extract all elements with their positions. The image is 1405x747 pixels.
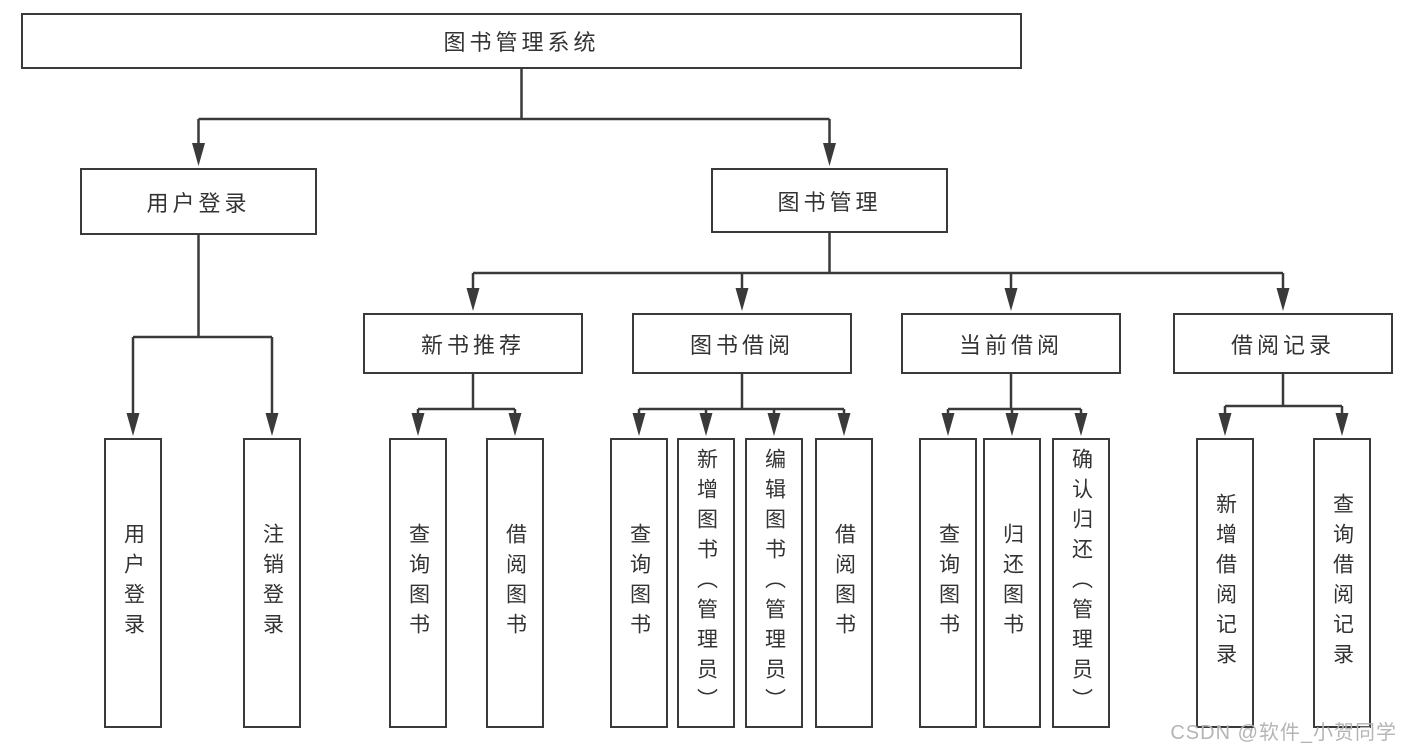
arrowhead-leaf-query-book-a: [411, 413, 425, 436]
node-user-login-label: 用户登录: [146, 190, 251, 216]
leaf-edit-book-label: 编辑图书（管理员）: [762, 448, 786, 718]
connector-root-to-level2: [197, 69, 831, 145]
connector-user-login-group: [131, 235, 274, 415]
arrowhead-borrow-records: [1276, 288, 1290, 311]
leaf-query-book-c: 查询图书: [919, 438, 977, 728]
node-new-book-rec: 新书推荐: [363, 313, 583, 374]
leaf-confirm-return: 确认归还（管理员）: [1052, 438, 1110, 728]
leaf-borrow-book-b-label: 借阅图书: [832, 523, 856, 643]
leaf-logout-label: 注销登录: [260, 523, 284, 643]
node-current-borrow: 当前借阅: [901, 313, 1121, 374]
leaf-query-book-a-label: 查询图书: [406, 523, 430, 643]
node-book-borrow-label: 图书借阅: [689, 332, 794, 358]
leaf-query-book-b: 查询图书: [610, 438, 668, 728]
leaf-borrow-book-a-label: 借阅图书: [503, 523, 527, 643]
node-book-mgmt: 图书管理: [711, 168, 948, 233]
node-user-login: 用户登录: [80, 168, 317, 235]
node-borrow-records-label: 借阅记录: [1230, 332, 1335, 358]
arrowhead-user-login: [192, 143, 205, 166]
leaf-query-book-a: 查询图书: [389, 438, 447, 728]
arrowhead-leaf-return-book: [1005, 413, 1019, 436]
connector-borrow-records-group: [1223, 374, 1344, 416]
arrowhead-leaf-query-book-c: [941, 413, 955, 436]
node-book-borrow: 图书借阅: [632, 313, 852, 374]
connector-current-borrow-group: [946, 374, 1083, 416]
leaf-borrow-book-b: 借阅图书: [815, 438, 873, 728]
leaf-return-book-label: 归还图书: [1000, 523, 1024, 643]
leaf-query-book-c-label: 查询图书: [936, 523, 960, 643]
node-root-label: 图书管理系统: [443, 30, 600, 55]
leaf-add-record: 新增借阅记录: [1196, 438, 1254, 728]
arrowhead-leaf-confirm-return: [1074, 413, 1088, 436]
arrowhead-leaf-user-login: [126, 413, 140, 436]
arrowhead-leaf-logout: [265, 413, 279, 436]
watermark: CSDN @软件_小贺同学: [1170, 722, 1397, 744]
leaf-add-book: 新增图书（管理员）: [677, 438, 735, 728]
leaf-query-record-label: 查询借阅记录: [1330, 493, 1354, 673]
node-book-mgmt-label: 图书管理: [777, 189, 882, 215]
leaf-return-book: 归还图书: [983, 438, 1041, 728]
leaf-user-login: 用户登录: [104, 438, 162, 728]
leaf-borrow-book-a: 借阅图书: [486, 438, 544, 728]
arrowhead-book-mgmt: [823, 143, 836, 166]
arrowhead-book-borrow: [735, 288, 749, 311]
arrowhead-leaf-add-book: [699, 413, 713, 436]
leaf-add-book-label: 新增图书（管理员）: [694, 448, 718, 718]
leaf-query-record: 查询借阅记录: [1313, 438, 1371, 728]
leaf-user-login-label: 用户登录: [121, 523, 145, 643]
arrowhead-leaf-query-record: [1335, 413, 1349, 436]
node-current-borrow-label: 当前借阅: [958, 332, 1063, 358]
node-root: 图书管理系统: [21, 13, 1022, 69]
arrowhead-leaf-add-record: [1218, 413, 1232, 436]
connector-book-mgmt-to-level3: [471, 233, 1285, 290]
arrowhead-current-borrow: [1004, 288, 1018, 311]
node-new-book-rec-label: 新书推荐: [420, 332, 525, 358]
connector-new-book-rec-group: [416, 374, 517, 416]
leaf-edit-book: 编辑图书（管理员）: [745, 438, 803, 728]
connector-book-borrow-group: [637, 374, 846, 416]
arrowhead-leaf-query-book-b: [632, 413, 646, 436]
leaf-query-book-b-label: 查询图书: [627, 523, 651, 643]
arrowhead-leaf-borrow-book-b: [837, 413, 851, 436]
leaf-confirm-return-label: 确认归还（管理员）: [1069, 448, 1093, 718]
arrowhead-new-book-rec: [466, 288, 480, 311]
arrowhead-leaf-borrow-book-a: [508, 413, 522, 436]
leaf-add-record-label: 新增借阅记录: [1213, 493, 1237, 673]
leaf-logout: 注销登录: [243, 438, 301, 728]
node-borrow-records: 借阅记录: [1173, 313, 1393, 374]
arrowhead-leaf-edit-book: [767, 413, 781, 436]
